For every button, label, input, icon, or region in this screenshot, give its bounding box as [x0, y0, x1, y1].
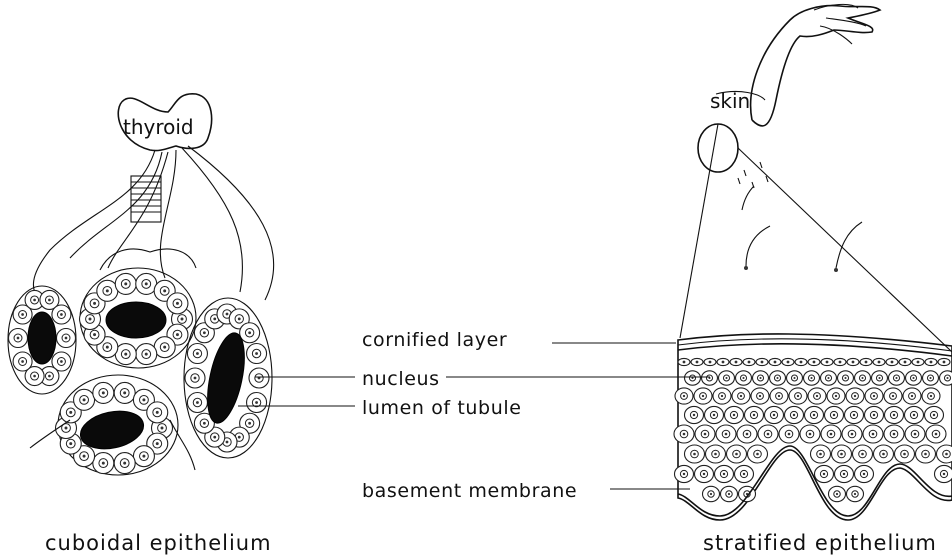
skin-patch [698, 124, 738, 172]
basement-membrane-label: basement membrane [362, 480, 577, 502]
stratified-tissue [674, 334, 952, 520]
hairs [738, 162, 862, 272]
trachea [131, 176, 161, 222]
lumen [201, 330, 251, 427]
lumen [106, 302, 166, 338]
callouts: cornified layer nucleus lumen of tubule … [238, 329, 710, 502]
nucleus-label: nucleus [362, 368, 440, 390]
follicle-left [8, 286, 76, 394]
caption-left: cuboidal epithelium [45, 531, 272, 555]
skin-label: skin [710, 89, 750, 113]
skin-illustration [674, 4, 952, 520]
caption-right: stratified epithelium [703, 531, 937, 555]
follicle-right [184, 298, 272, 458]
lumen-of-tubule-label: lumen of tubule [362, 397, 522, 419]
follicle-top [80, 268, 197, 368]
thyroid-label: thyroid [123, 115, 194, 139]
lumen [28, 312, 56, 364]
cornified-layer-label: cornified layer [362, 329, 507, 351]
follicle-bottom [56, 375, 179, 475]
thyroid-illustration [8, 94, 274, 475]
